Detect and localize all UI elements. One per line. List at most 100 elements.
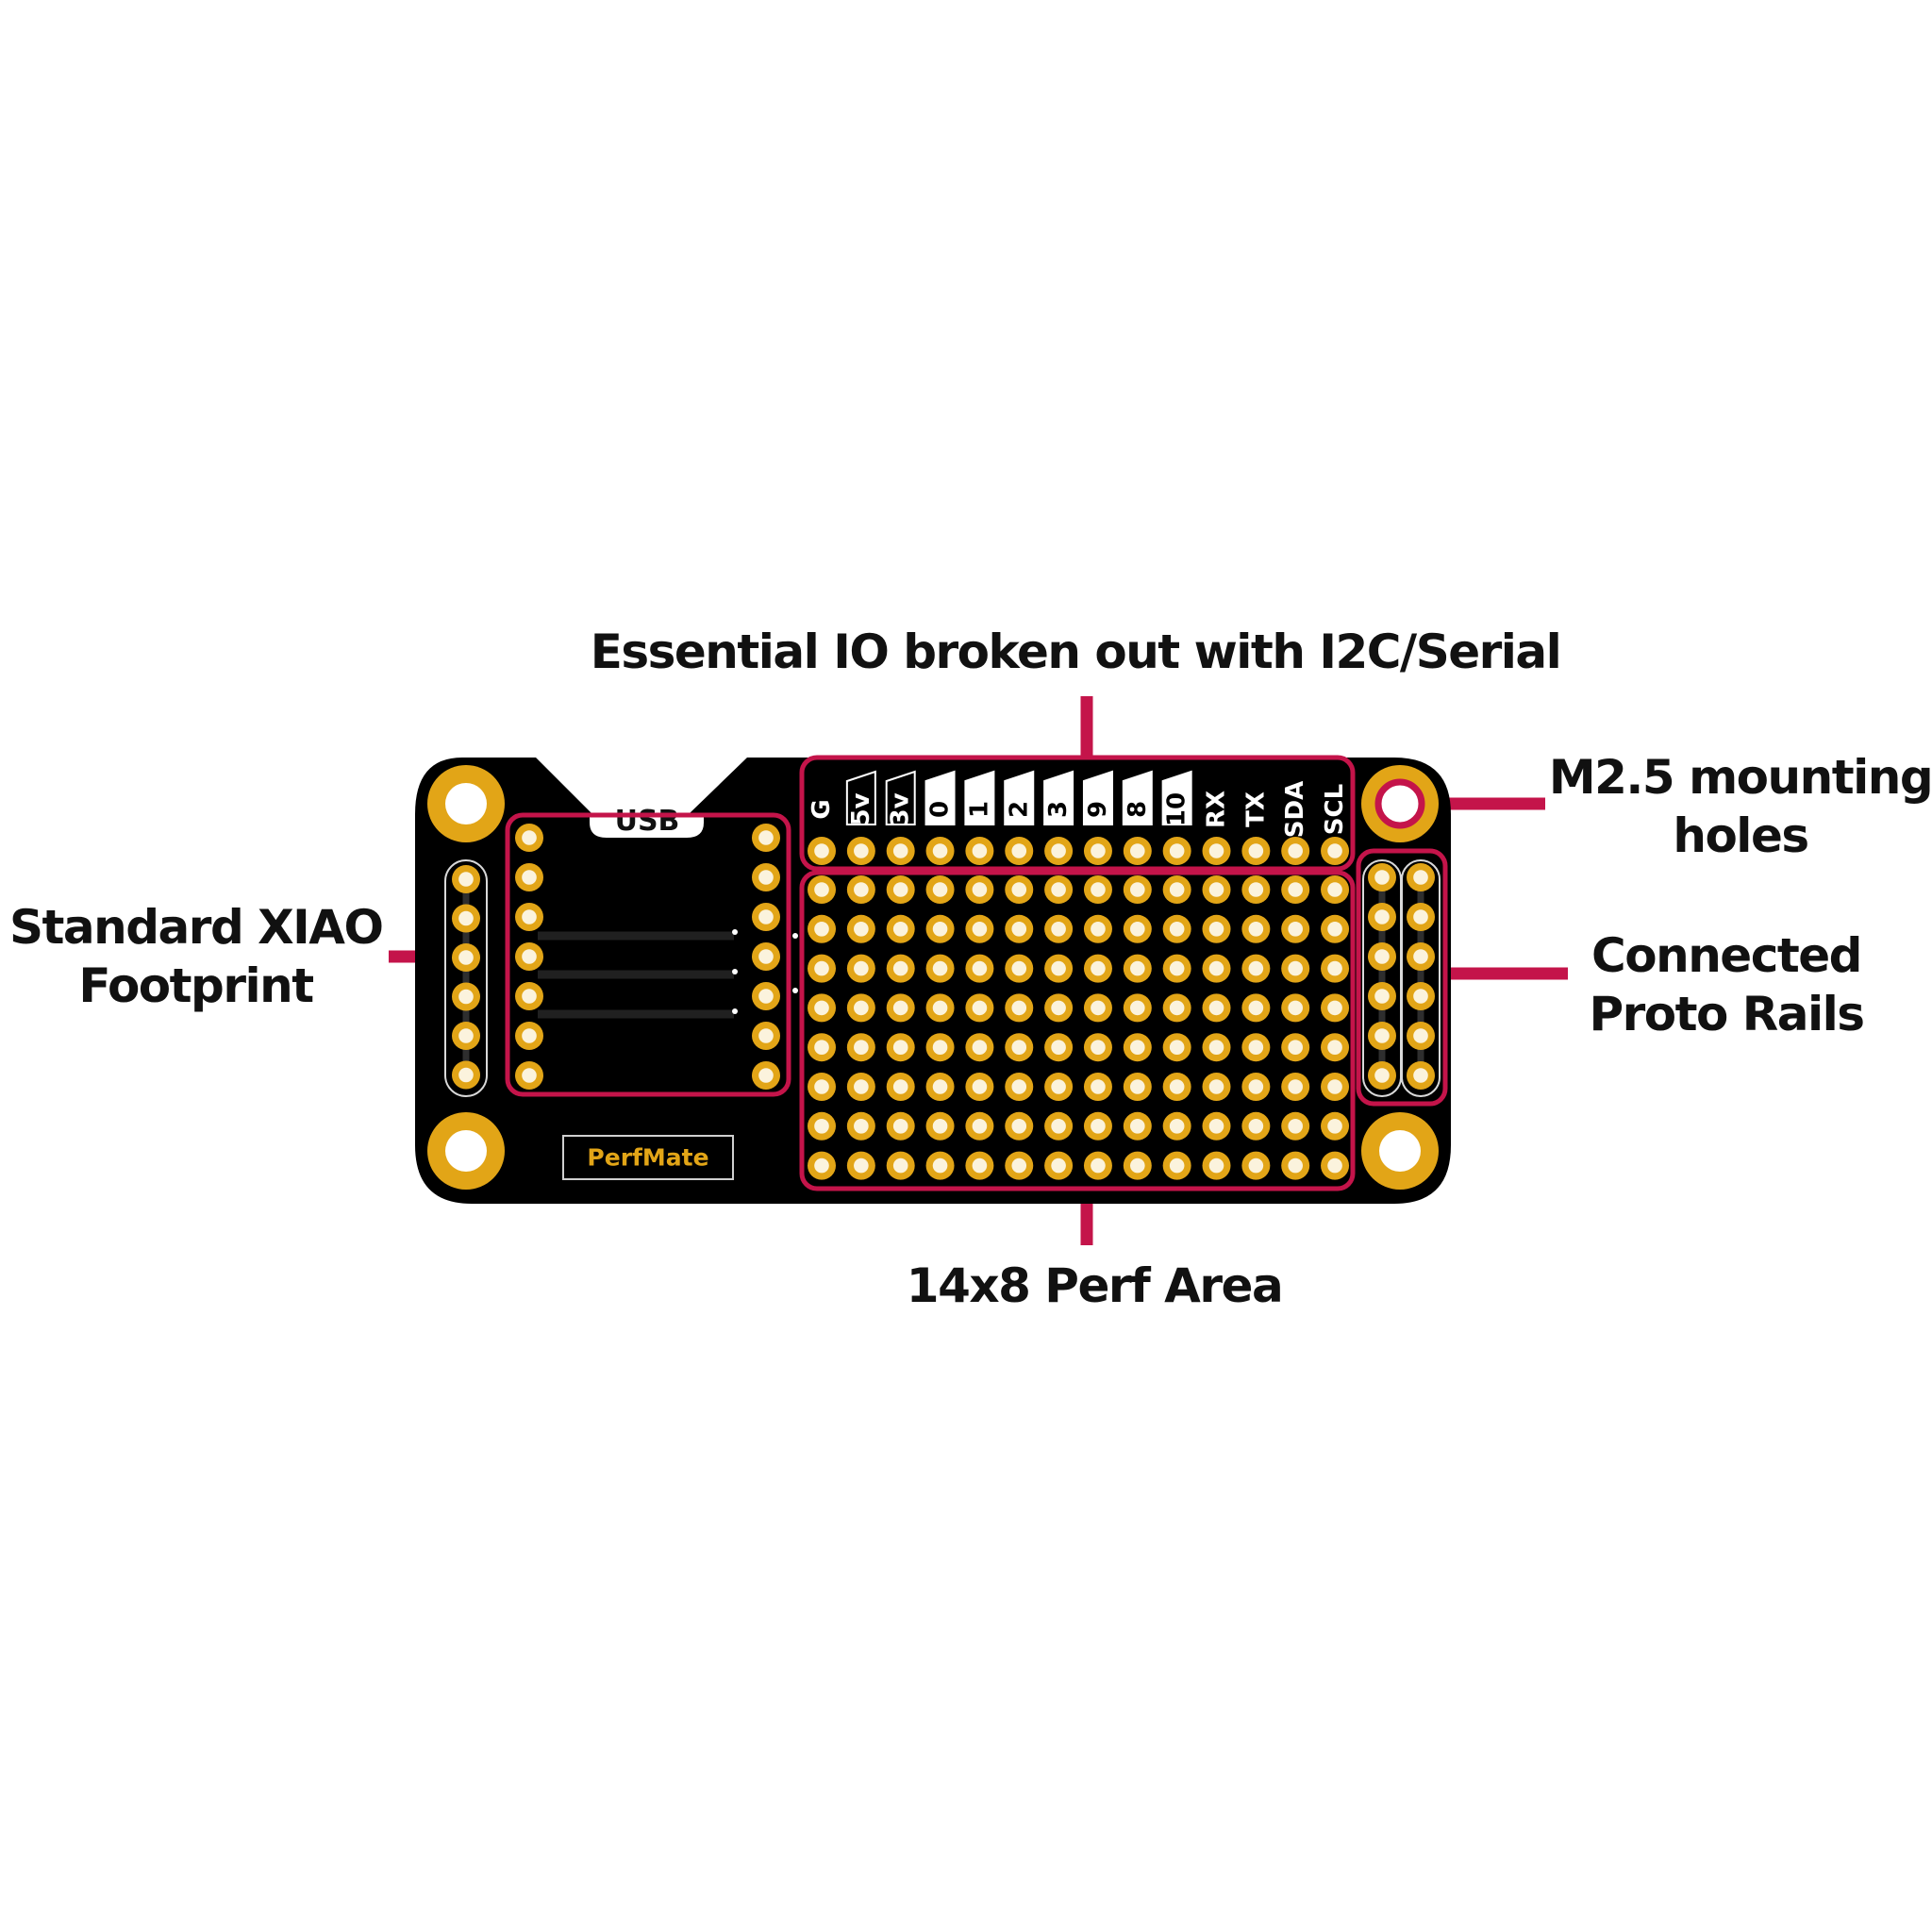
pin-label-text: 0 xyxy=(926,801,955,818)
pin-label-text: 2 xyxy=(1005,801,1033,818)
perf-pad-hole xyxy=(1130,1000,1145,1016)
pin-label: 0 xyxy=(924,770,956,825)
perf-pad-hole xyxy=(1051,1040,1066,1055)
pin-label: 10 xyxy=(1161,770,1192,826)
pin-label-text: 10 xyxy=(1163,792,1191,826)
callout-footprint-line: Footprint xyxy=(78,958,314,1013)
perf-pad-hole xyxy=(892,882,908,897)
perf-pad-hole xyxy=(1327,1079,1342,1094)
usb-label: USB xyxy=(615,805,680,838)
perf-pad-hole xyxy=(1327,1000,1342,1016)
perf-pad-hole xyxy=(932,1000,948,1016)
perf-pad-hole xyxy=(1208,882,1224,897)
pin-label-text: 9 xyxy=(1084,801,1112,818)
perf-pad-hole xyxy=(854,1119,869,1134)
perf-pad-hole xyxy=(814,1158,829,1174)
perf-pad-hole xyxy=(1051,960,1066,976)
io-pad-hole xyxy=(1169,843,1185,858)
perf-pad-hole xyxy=(892,960,908,976)
perf-pad-hole xyxy=(972,922,988,937)
perf-pad-hole xyxy=(932,1040,948,1055)
perf-pad-hole xyxy=(972,882,988,897)
perf-pad-hole xyxy=(1091,922,1106,937)
trace-dot xyxy=(732,1008,738,1014)
pin-label-box xyxy=(1043,770,1074,825)
pin-label: G xyxy=(808,799,836,819)
perf-pad-hole xyxy=(1327,882,1342,897)
rails-highlight xyxy=(1356,848,1448,1107)
xiao-pad-hole xyxy=(522,1068,537,1083)
perf-pad-hole xyxy=(892,1079,908,1094)
perf-pad-hole xyxy=(1051,1119,1066,1134)
pin-label: 2 xyxy=(1004,770,1035,825)
io-pad-hole xyxy=(1208,843,1224,858)
perf-pad-hole xyxy=(972,1000,988,1016)
perf-pad-hole xyxy=(1091,960,1106,976)
perf-pad-hole xyxy=(854,1079,869,1094)
perf-area xyxy=(799,837,1356,1191)
perf-pad-hole xyxy=(1051,882,1066,897)
trace-dot xyxy=(792,988,798,993)
xiao-pad-hole xyxy=(758,949,774,964)
rail-pad-hole xyxy=(1413,1068,1428,1083)
pin-label-text: G xyxy=(808,799,836,819)
perf-pad-hole xyxy=(1169,960,1185,976)
rail-pad-hole xyxy=(1374,989,1390,1004)
perf-pad-hole xyxy=(1051,1158,1066,1174)
mounting-hole-center xyxy=(445,783,487,824)
perf-pad-hole xyxy=(1091,1158,1106,1174)
pin-label: SDA xyxy=(1281,781,1309,838)
perf-pad-hole xyxy=(932,960,948,976)
mounting-holes xyxy=(427,765,1439,1190)
left-pin-rail xyxy=(444,859,488,1097)
rail-outline xyxy=(1401,859,1441,1097)
perf-pad-hole xyxy=(892,922,908,937)
pin-label: 8 xyxy=(1122,770,1153,825)
perf-pad-hole xyxy=(1208,1079,1224,1094)
pin-label-text: SCL xyxy=(1321,784,1349,835)
pin-label-text: 3 xyxy=(1044,801,1073,818)
callout-mounting: M2.5 mounting holes xyxy=(1547,748,1932,865)
perf-pad-hole xyxy=(1288,1079,1303,1094)
perf-pad-hole xyxy=(1130,1119,1145,1134)
left-rail-pad-hole xyxy=(458,872,474,887)
perf-pad-hole xyxy=(932,882,948,897)
xiao-pad-hole xyxy=(758,1068,774,1083)
perf-pad-hole xyxy=(1248,1000,1264,1016)
rail-pad-hole xyxy=(1413,989,1428,1004)
perf-pad-hole xyxy=(1051,922,1066,937)
perf-pad-hole xyxy=(1288,1158,1303,1174)
perf-pad-hole xyxy=(1169,1079,1185,1094)
callout-mounting-line: holes xyxy=(1673,808,1809,863)
xiao-pad-hole xyxy=(522,989,537,1004)
perf-pad-hole xyxy=(854,960,869,976)
mounting-hole-center xyxy=(1379,1130,1421,1172)
perf-pad-hole xyxy=(814,960,829,976)
brand-box xyxy=(562,1135,734,1180)
rail-pad-hole xyxy=(1374,1028,1390,1043)
perf-pad-hole xyxy=(1130,1079,1145,1094)
left-rail-pad-hole xyxy=(458,989,474,1005)
pin-label-box xyxy=(845,770,876,825)
perf-pad-hole xyxy=(1327,1158,1342,1174)
brand-label: PerfMate xyxy=(587,1144,708,1172)
io-pad-hole xyxy=(1288,843,1303,858)
callout-rails-line: Proto Rails xyxy=(1589,987,1865,1041)
perf-pad-hole xyxy=(972,1158,988,1174)
perf-pad-hole xyxy=(972,1040,988,1055)
rail-pad-hole xyxy=(1374,1068,1390,1083)
pin-label-box xyxy=(1161,770,1192,825)
pin-label: SCL xyxy=(1321,784,1349,835)
mounting-hole-center xyxy=(445,1130,487,1172)
perf-pad-hole xyxy=(1051,1000,1066,1016)
perf-pad-hole xyxy=(892,1158,908,1174)
rail-pad-hole xyxy=(1413,870,1428,885)
callout-perf: 14x8 Perf Area xyxy=(830,1257,1358,1315)
callout-rails: Connected Proto Rails xyxy=(1547,926,1906,1043)
perf-pad-hole xyxy=(1169,882,1185,897)
perf-pad-hole xyxy=(1288,922,1303,937)
perf-pad-hole xyxy=(1051,1079,1066,1094)
perf-pad-hole xyxy=(1091,1119,1106,1134)
